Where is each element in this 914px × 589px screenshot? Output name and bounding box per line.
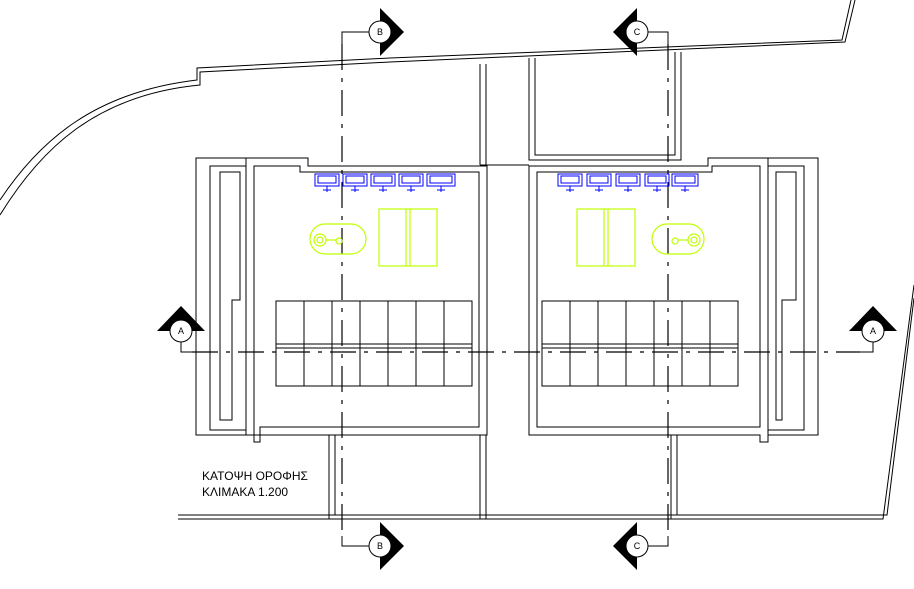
plot-boundary [0, 0, 914, 520]
section-marker-label: A [178, 326, 184, 336]
section-marker-label: C [634, 541, 641, 551]
water-tank-right [651, 223, 705, 255]
section-marker-label: B [377, 541, 383, 551]
plot-divisions [328, 52, 682, 519]
panel-grid-left [275, 300, 473, 387]
rooftop-units-left [314, 173, 456, 192]
section-marker-c-top: C [613, 8, 669, 56]
section-marker-a-left: A [157, 306, 205, 353]
building-left [195, 157, 488, 443]
section-marker-label: A [870, 326, 876, 336]
section-marker-label: C [634, 27, 641, 37]
section-marker-b-top: B [341, 8, 404, 56]
water-tank-left [309, 223, 367, 255]
section-marker-label: B [377, 27, 383, 37]
rooftop-units-right [557, 173, 699, 192]
drawing-scale: ΚΛΙΜΑΚΑ 1.200 [202, 485, 288, 499]
drawing-title: ΚΑΤΟΨΗ ΟΡΟΦΗΣ [202, 469, 308, 483]
building-right [528, 157, 819, 443]
section-marker-b-bottom: B [341, 522, 404, 570]
solar-collector-left [378, 208, 438, 267]
section-marker-c-bottom: C [613, 522, 669, 570]
section-lines [192, 44, 860, 536]
section-marker-a-right: A [849, 306, 897, 353]
panel-grid-right [541, 300, 739, 387]
solar-collector-right [576, 208, 636, 267]
